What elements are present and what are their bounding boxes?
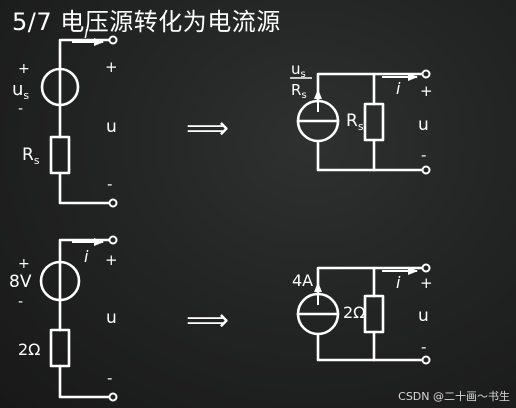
resistor-label: Rs [346,111,364,133]
source-minus-sign: - [18,294,23,310]
current-label: i [84,247,89,266]
port-voltage-label: u [106,308,117,328]
page-title: 5/7 电压源转化为电流源 [12,8,281,36]
resistor-symbol [363,102,385,142]
current-label: i [396,79,401,98]
source-label: us [12,79,29,102]
source-value: 8V [9,272,32,292]
resistor-symbol [363,294,385,334]
source-plus-sign: + [18,61,30,77]
current-source-circuit-numeric: 4A 2Ω i + u - [292,263,433,365]
wire-top [58,238,112,264]
watermark: CSDN @二十画～书生 [398,390,510,403]
resistor-value: 2Ω [343,303,365,322]
port-minus-sign: - [107,175,112,193]
terminal-minus [421,165,431,175]
current-label: i [84,23,89,42]
port-minus-sign: - [421,338,426,356]
voltage-source-circuit-general: + us - Rs i + u - [12,23,118,208]
resistor-symbol [49,135,71,175]
source-numerator: us [291,60,306,80]
wire-bottom [58,364,112,399]
wire-top [58,38,112,72]
port-plus-sign: + [105,251,118,269]
terminal-plus [421,69,431,79]
port-minus-sign: - [107,369,112,387]
port-voltage-label: u [418,115,429,135]
resistor-label: Rs [22,145,40,167]
current-label: i [396,273,401,292]
terminal-plus [421,263,431,273]
terminal-minus [421,355,431,365]
port-plus-sign: + [420,274,433,292]
port-plus-sign: + [420,82,433,100]
resistor-symbol [49,328,71,368]
current-source-circuit-general: us Rs Rs i + u - [290,60,433,175]
source-minus-sign: - [18,101,23,117]
wire-bottom [316,140,424,172]
terminal-minus [108,392,118,402]
terminal-plus [108,35,118,45]
source-value: 4A [292,271,313,290]
source-plus-sign: + [18,256,30,272]
conversion-arrow-top: ⟹ [186,111,229,146]
terminal-minus [108,198,118,208]
conversion-arrow-bottom: ⟹ [186,303,229,338]
port-voltage-label: u [418,306,429,326]
wire-bottom [58,171,112,205]
source-denominator: Rs [291,81,307,101]
port-plus-sign: + [105,58,118,76]
voltage-source-circuit-numeric: + 8V - 2Ω i + u - [9,235,118,402]
terminal-plus [108,235,118,245]
wire-bottom [316,332,424,362]
port-voltage-label: u [106,117,117,137]
port-minus-sign: - [421,146,426,164]
resistor-value: 2Ω [18,340,40,359]
